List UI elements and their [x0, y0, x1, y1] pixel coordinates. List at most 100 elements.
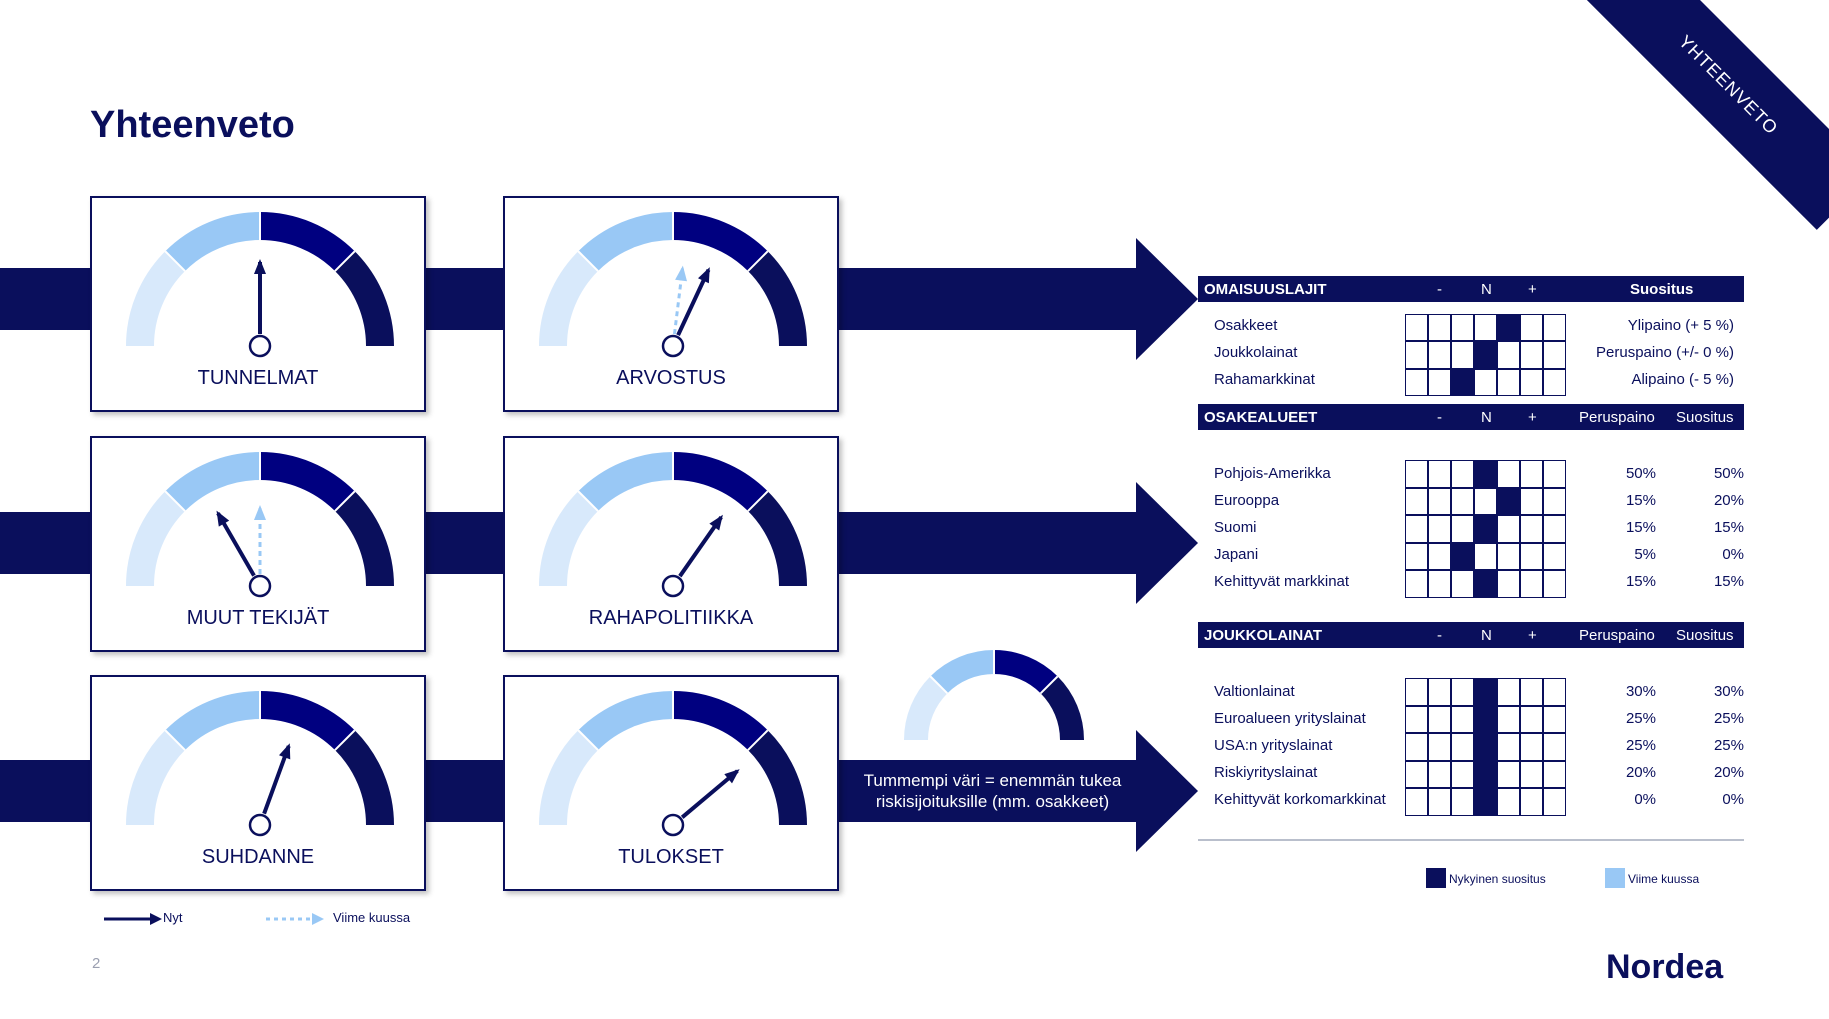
- grid-cell: [1497, 515, 1520, 543]
- base-weight-header: Peruspaino: [1579, 627, 1655, 644]
- grid-cell: [1428, 515, 1451, 543]
- position-grid: [1405, 678, 1566, 816]
- grid-cell: [1497, 733, 1520, 761]
- row-recommendation: 30%: [1713, 683, 1744, 700]
- needle-pivot: [248, 813, 272, 837]
- grid-cell: [1543, 542, 1566, 571]
- arc-pale: [904, 676, 948, 741]
- note-line-2: riskisijoituksille (mm. osakkeet): [875, 792, 1110, 811]
- grid-cell: [1520, 341, 1543, 369]
- arc-dark: [334, 491, 394, 587]
- grid-cell: [1428, 314, 1451, 342]
- grid-cell: [1543, 487, 1566, 516]
- grid-cell: [1474, 515, 1497, 543]
- row-base-weight: 0%: [1634, 791, 1656, 808]
- arc-dark: [747, 251, 807, 347]
- arrow-head-2: [1136, 482, 1198, 604]
- grid-cell: [1451, 515, 1474, 543]
- grid-cell: [1428, 788, 1451, 816]
- sign-plus: +: [1528, 281, 1537, 298]
- table-bottom-rule: [1198, 839, 1744, 841]
- arc-dark: [334, 251, 394, 347]
- grid-cell: [1520, 368, 1543, 396]
- grid-cell: [1520, 515, 1543, 543]
- sign-minus: -: [1437, 281, 1442, 298]
- arc-light: [165, 212, 261, 272]
- needle-pivot: [661, 813, 685, 837]
- grid-cell: [1405, 515, 1428, 543]
- grid-cell: [1497, 570, 1520, 598]
- row-base-weight: 25%: [1625, 710, 1656, 727]
- gauge-box-tulokset: TULOKSET: [503, 675, 839, 891]
- needle-now: [678, 514, 723, 578]
- arc-mid: [259, 691, 355, 751]
- needle-pivot: [661, 574, 685, 598]
- grid-cell: [1428, 760, 1451, 789]
- grid-cell: [1451, 460, 1474, 488]
- needle-pivot: [248, 334, 272, 358]
- note-line-1: Tummempi väri = enemmän tukea: [863, 771, 1122, 790]
- legend-last-swatch: [1605, 868, 1625, 888]
- grid-cell: [1520, 542, 1543, 571]
- row-recommendation: 0%: [1722, 791, 1744, 808]
- row-recommendation: 25%: [1713, 737, 1744, 754]
- grid-cell: [1428, 368, 1451, 396]
- legend-now-label: Nyt: [163, 910, 183, 925]
- grid-cell: [1451, 314, 1474, 342]
- rec-header: Suositus: [1630, 281, 1694, 298]
- sign-n: N: [1481, 281, 1492, 298]
- grid-cell: [1451, 678, 1474, 706]
- grid-cell: [1543, 341, 1566, 369]
- bonds-title: JOUKKOLAINAT: [1204, 627, 1323, 644]
- arc-dark: [747, 491, 807, 587]
- sign-n: N: [1481, 409, 1492, 426]
- asset-classes-title: OMAISUUSLAJIT: [1204, 281, 1327, 298]
- gauge-label: ARVOSTUS: [616, 367, 726, 389]
- asset-classes-header: OMAISUUSLAJIT - N + Suositus: [1198, 276, 1744, 302]
- grid-cell: [1520, 733, 1543, 761]
- row-name: Japani: [1214, 546, 1259, 563]
- needle-now: [680, 769, 740, 819]
- grid-cell: [1405, 760, 1428, 789]
- grid-cell: [1451, 788, 1474, 816]
- gauge-box-rahapolitiikka: RAHAPOLITIIKKA: [503, 436, 839, 652]
- rec-header: Suositus: [1676, 409, 1734, 426]
- bonds-header: JOUKKOLAINAT - N + Peruspaino Suositus: [1198, 622, 1744, 648]
- grid-cell: [1497, 678, 1520, 706]
- gauge-box-suhdanne: SUHDANNE: [90, 675, 426, 891]
- arc-mid: [672, 212, 768, 272]
- arc-light: [165, 452, 261, 512]
- gauge-box-arvostus: ARVOSTUS: [503, 196, 839, 412]
- grid-cell: [1520, 487, 1543, 516]
- grid-cell: [1543, 788, 1566, 816]
- equity-title: OSAKEALUEET: [1204, 409, 1318, 426]
- page-title: Yhteenveto: [90, 104, 295, 146]
- grid-cell: [1497, 341, 1520, 369]
- arc-light: [165, 691, 261, 751]
- gauge-label: TUNNELMAT: [197, 367, 319, 389]
- grid-cell: [1428, 733, 1451, 761]
- row-name: Euroalueen yrityslainat: [1214, 710, 1366, 727]
- grid-cell: [1428, 487, 1451, 516]
- grid-cell: [1520, 314, 1543, 342]
- grid-cell: [1543, 570, 1566, 598]
- needle-now: [216, 510, 256, 577]
- row-name: Rahamarkkinat: [1214, 371, 1315, 388]
- row-recommendation: 20%: [1713, 764, 1744, 781]
- arc-divider: [577, 729, 599, 751]
- arc-pale: [539, 491, 599, 587]
- legend-current-swatch: [1426, 868, 1446, 888]
- arc-divider: [334, 250, 356, 272]
- equity-header: OSAKEALUEET - N + Peruspaino Suositus: [1198, 404, 1744, 430]
- arrow-head-3: [1136, 730, 1198, 852]
- grid-cell: [1543, 678, 1566, 706]
- grid-cell: [1543, 705, 1566, 734]
- grid-cell: [1474, 705, 1497, 734]
- grid-cell: [1474, 460, 1497, 488]
- arc-divider: [164, 250, 186, 272]
- arc-divider: [1039, 675, 1059, 695]
